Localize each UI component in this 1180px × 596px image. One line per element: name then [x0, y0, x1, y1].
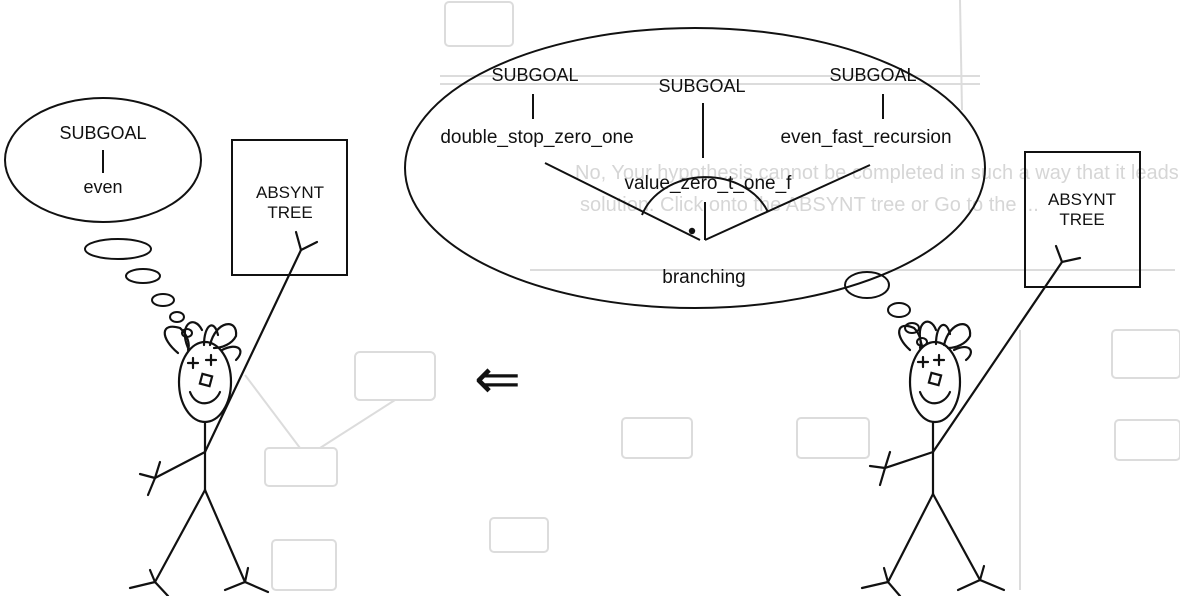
- right-goal-tree: [533, 94, 883, 240]
- right-thought-trail-2: [888, 303, 910, 317]
- left-double-arrow-icon: ⇐: [474, 352, 521, 408]
- goal-label-value-zero-t-one-f: value_zero_t_one_f: [625, 174, 792, 193]
- branch-angle-dot: [689, 228, 695, 234]
- subgoal-label-1: SUBGOAL: [491, 66, 578, 84]
- left-head: [179, 342, 231, 422]
- right-head: [910, 342, 960, 422]
- left-thought-trail-3: [152, 294, 174, 306]
- goal-label-double-stop-zero-one: double_stop_zero_one: [440, 128, 633, 147]
- right-hair: [899, 326, 921, 350]
- left-box-title: ABSYNT TREE: [256, 183, 324, 224]
- left-box-line-2: TREE: [256, 203, 324, 223]
- right-stick-figure: [862, 246, 1080, 596]
- root-label-branching: branching: [662, 268, 745, 287]
- left-subgoal-label: SUBGOAL: [59, 124, 146, 142]
- left-goal-label-even: even: [83, 178, 122, 196]
- right-box-line-1: ABSYNT: [1048, 190, 1116, 210]
- right-box-title: ABSYNT TREE: [1048, 190, 1116, 231]
- right-box-line-2: TREE: [1048, 210, 1116, 230]
- left-box-line-1: ABSYNT: [256, 183, 324, 203]
- goal-label-even-fast-recursion: even_fast_recursion: [780, 128, 951, 147]
- left-stick-figure: [130, 232, 317, 596]
- subgoal-label-3: SUBGOAL: [829, 66, 916, 84]
- left-thought-trail-2: [126, 269, 160, 283]
- subgoal-label-2: SUBGOAL: [658, 77, 745, 95]
- left-thought-trail-1: [85, 239, 151, 259]
- left-thought-trail-4: [170, 312, 184, 322]
